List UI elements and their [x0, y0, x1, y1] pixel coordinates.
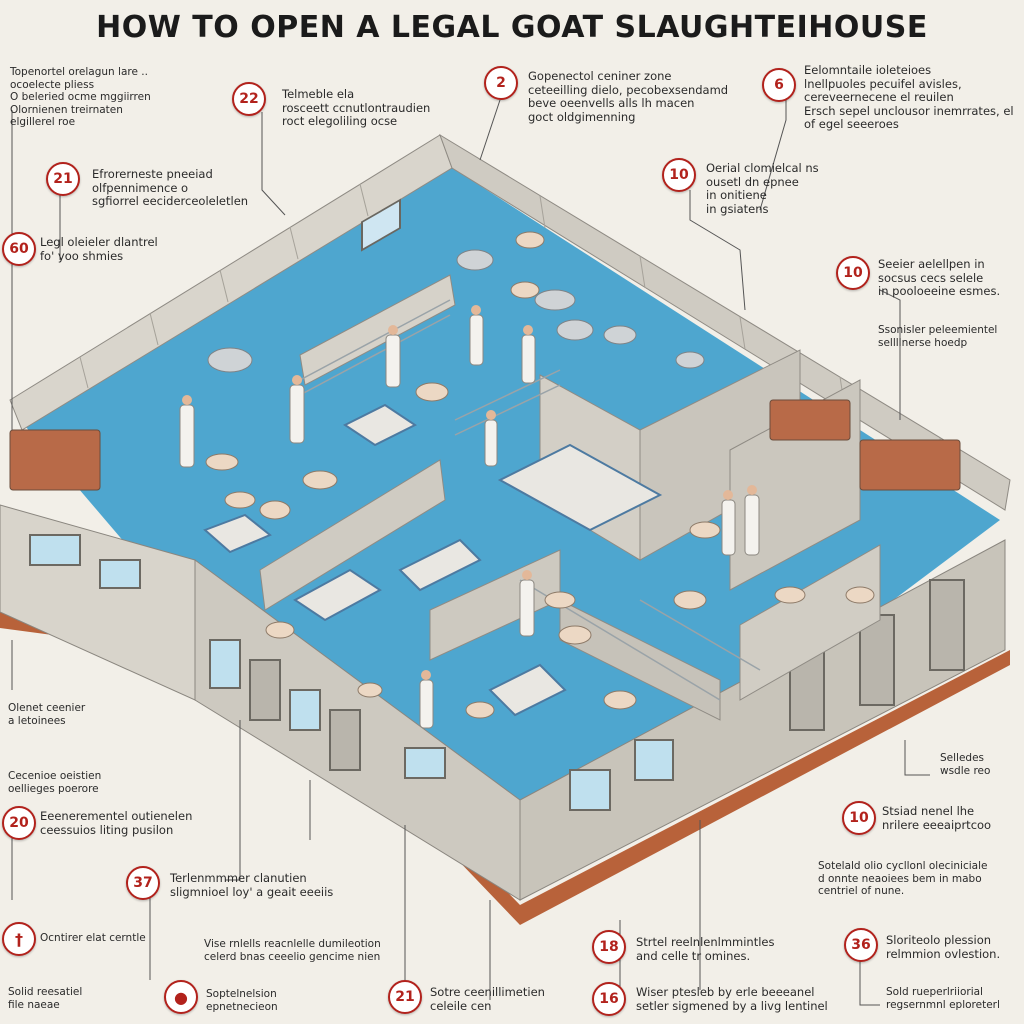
callout-badge: 16 — [592, 982, 626, 1016]
callout-badge: 36 — [844, 928, 878, 962]
callout-text: Seeier aelellpen in socsus cecs selele i… — [878, 257, 1001, 298]
callout-badge: 20 — [2, 806, 36, 840]
callout-text: Terlenmmmer clanutien sligmnioel loy' a … — [170, 871, 334, 899]
knife-icon: † — [15, 929, 23, 949]
callout-badge: 21 — [46, 162, 80, 196]
callout-text: Wiser ptesleb by erle beeeanel setler si… — [636, 985, 828, 1013]
callout-badge: 60 — [2, 232, 36, 266]
hanging-equipment — [207, 249, 705, 373]
front-openings — [29, 534, 674, 811]
callout-text: Solid reesatiel file naeae — [8, 986, 83, 1011]
back-window — [361, 198, 401, 252]
callout-text: Gopenectol ceniner zone ceteeilling diel… — [528, 69, 729, 124]
callout-badge: 10 — [836, 256, 870, 290]
callout-text: Sotelald olio cycllonl oleciniciale d on… — [818, 860, 988, 897]
goats — [205, 231, 875, 719]
callout-text: Soptelnelsion epnetnecieon — [206, 988, 278, 1013]
callout-text: Legl oleieler dlantrel fo' yoo shmies — [40, 235, 158, 263]
callout-badge: 22 — [232, 82, 266, 116]
callout-badge: 10 — [662, 158, 696, 192]
back-wall-right — [439, 133, 1011, 511]
callout-badge: 10 — [842, 801, 876, 835]
callout-badge: 6 — [762, 68, 796, 102]
page-title: HOW TO OPEN A LEGAL GOAT SLAUGHTEIHOUSE — [96, 10, 928, 45]
callout-text: Sotre ceenillimetien celeile cen — [430, 985, 545, 1013]
callout-text: Efrorerneste pneeiad olfpennimence o sgf… — [92, 167, 249, 208]
callout-text: Eeenerementel outienelen ceessuios litin… — [40, 809, 193, 837]
callout-text: Ocntirer elat cerntle — [40, 932, 146, 944]
callout-text: Eelomntaile ioleteioes lnellpuoles pecui… — [804, 63, 1014, 131]
callout-text: Sloriteolo plession relmmion ovlestion. — [886, 933, 1001, 961]
work-tables — [203, 403, 663, 717]
worker-heads — [182, 305, 757, 680]
callout-text: Oerial clomielcal ns ousetl dn epnee in … — [706, 161, 819, 216]
callout-text: Topenortel orelagun lare .. ocoelecte pl… — [10, 66, 151, 128]
leader-lines — [11, 99, 930, 1006]
callout-badge: 18 — [592, 930, 626, 964]
callout-text: Stsiad nenel lhe nrilere eeeaiprtcoo — [882, 804, 992, 832]
front-doors — [249, 579, 965, 771]
meat-icon: ● — [174, 987, 188, 1007]
callout-text: Ssonisler peleemientel sellllnerse hoedp — [878, 324, 998, 349]
callout-text: Vise rnlells reacnlelle dumileotion cele… — [204, 938, 381, 963]
callout-text: Sold rueperlriiorial regsernmnl eplorete… — [886, 986, 1000, 1011]
callout-badge: 37 — [126, 866, 160, 900]
callout-text: Telmeble ela rosceett ccnutlontraudien r… — [282, 87, 431, 128]
ground-slab — [0, 612, 1010, 925]
callout-text: Olenet ceenier a letoinees — [8, 702, 86, 727]
workers — [179, 314, 760, 729]
callout-text: Cecenioe oeistien oellieges poerore — [8, 770, 102, 795]
callout-text: Strtel reelnlenlmmintles and celle tr om… — [636, 935, 775, 963]
callout-badge: 21 — [388, 980, 422, 1014]
meat-racks — [9, 399, 961, 491]
callout-text: Selledes wsdle reo — [940, 752, 991, 777]
callout-badge: † — [2, 922, 36, 956]
callout-badge: ● — [164, 980, 198, 1014]
callout-badge: 2 — [484, 66, 518, 100]
